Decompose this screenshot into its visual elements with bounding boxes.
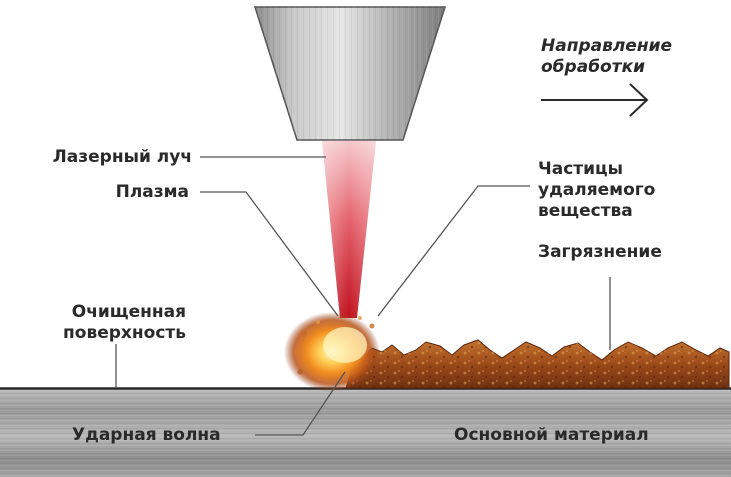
removed-particles-label: Частицы удаляемого вещества — [538, 159, 656, 221]
shock-wave-label: Ударная волна — [72, 425, 221, 445]
cleaned-surface-label: Очищенная поверхность — [63, 302, 186, 343]
direction-arrow-icon — [541, 83, 649, 117]
laser-nozzle — [253, 6, 447, 141]
leader-shock-wave — [255, 371, 346, 436]
leader-lines — [115, 156, 611, 436]
contamination-layer — [345, 339, 730, 389]
plasma-label: Плазма — [115, 182, 189, 202]
leader-plasma — [200, 191, 339, 317]
leader-particles — [377, 185, 530, 317]
plasma-burst — [284, 312, 380, 392]
contamination-label: Загрязнение — [538, 242, 662, 262]
processing-direction-label: Направление обработки — [541, 36, 673, 77]
laser-beam-label: Лазерный луч — [52, 147, 192, 167]
base-material-label: Основной материал — [454, 425, 649, 445]
laser-beam — [322, 141, 376, 318]
